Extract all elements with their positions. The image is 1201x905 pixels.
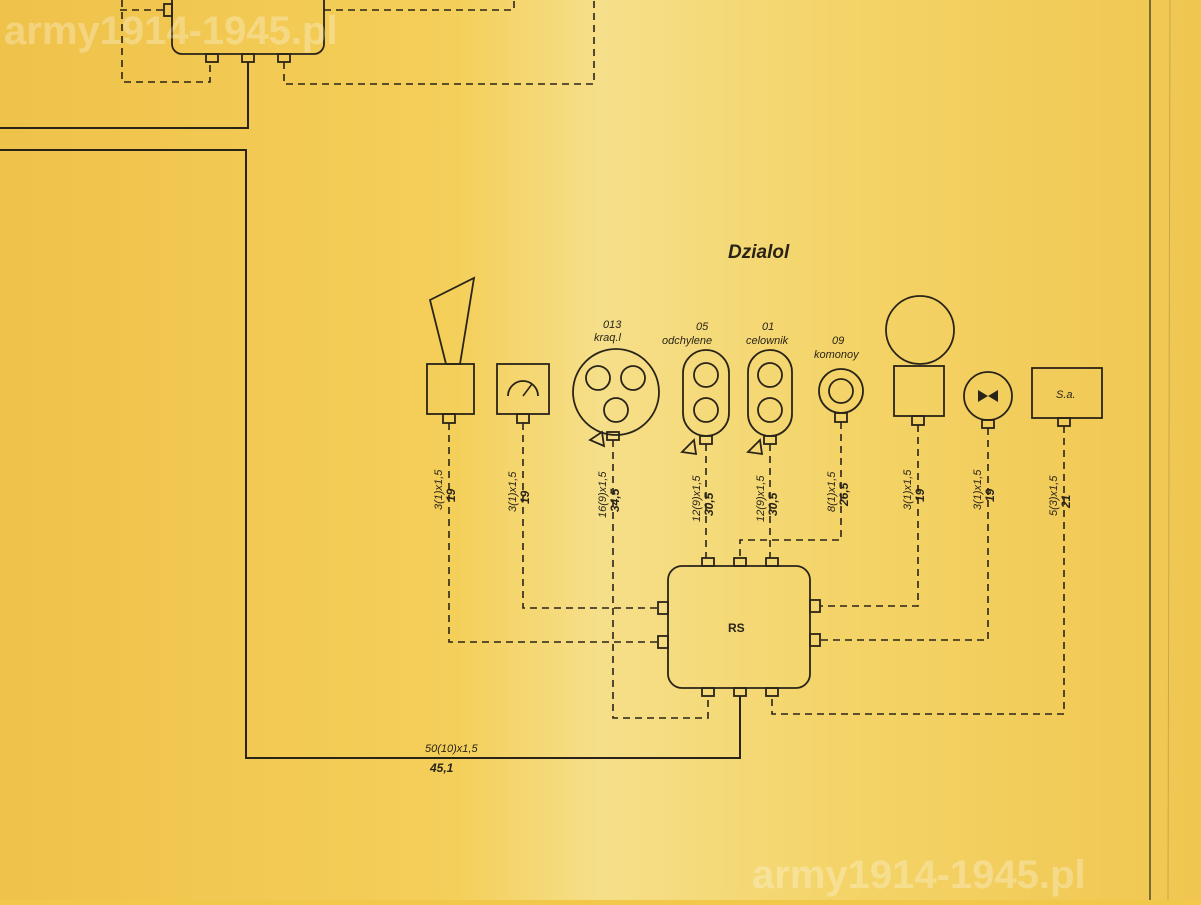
triple-lamp-icon [572, 348, 660, 448]
cable-2-spec: 3(1)x1,5 [507, 471, 519, 512]
upper-junction-box [0, 0, 595, 129]
horn-icon [426, 276, 476, 424]
cable-5-spec: 12(9)x1,5 [755, 475, 767, 522]
cable-8-length: 19 [983, 488, 997, 502]
diagram-title: Dzialol [728, 242, 790, 263]
watermark-top: army1914-1945.pl [4, 9, 338, 53]
lamp-01-sublabel: celownik [746, 335, 789, 347]
cable-4-spec: 12(9)x1,5 [691, 475, 703, 522]
lamp-09-label: 09 [832, 335, 844, 347]
lamp-05-label: 05 [696, 321, 709, 333]
cable-1-spec: 3(1)x1,5 [433, 469, 445, 510]
rs-distribution-box [657, 557, 821, 697]
cable-6-length: 26,5 [837, 482, 851, 507]
sa-box-label: S.a. [1056, 389, 1076, 401]
cable-9-length: 21 [1059, 494, 1073, 509]
frame-border-line-outer [1167, 0, 1171, 901]
lamp-05-sublabel: odchylene [662, 335, 712, 347]
lamp-09-sublabel: komonoy [814, 349, 860, 361]
lamp-013-sublabel: kraq.l [594, 332, 621, 344]
indicator-icon [963, 371, 1013, 429]
main-cable-line [0, 149, 741, 759]
cable-3-spec: 16(9)x1,5 [597, 471, 609, 518]
cable-labels: 3(1)x1,5 19 3(1)x1,5 19 16(9)x1,5 34,5 1… [433, 469, 1073, 522]
main-cable-spec: 50(10)x1,5 [425, 743, 478, 755]
dashed-cables [448, 422, 1065, 719]
cable-6-spec: 8(1)x1,5 [826, 471, 838, 512]
cable-9-spec: 5(3)x1,5 [1048, 475, 1060, 516]
double-lamp-05-icon [680, 349, 730, 456]
watermark-bottom: army1914-1945.pl [752, 853, 1086, 897]
main-cable-length: 45,1 [429, 761, 454, 775]
cable-7-spec: 3(1)x1,5 [902, 469, 914, 510]
single-lamp-09-icon [818, 368, 864, 423]
double-lamp-01-icon [746, 349, 793, 456]
cable-7-length: 19 [913, 488, 927, 502]
lamp-013-label: 013 [603, 319, 622, 331]
rs-box-label: RS [728, 621, 745, 635]
cable-8-spec: 3(1)x1,5 [972, 469, 984, 510]
cable-1-length: 19 [444, 488, 458, 502]
cable-5-length: 30,5 [766, 492, 780, 516]
cable-2-length: 19 [518, 490, 532, 504]
bulb-icon [885, 295, 955, 426]
cable-4-length: 30,5 [702, 492, 716, 516]
lamp-01-label: 01 [762, 321, 774, 333]
cable-3-length: 34,5 [608, 488, 622, 512]
